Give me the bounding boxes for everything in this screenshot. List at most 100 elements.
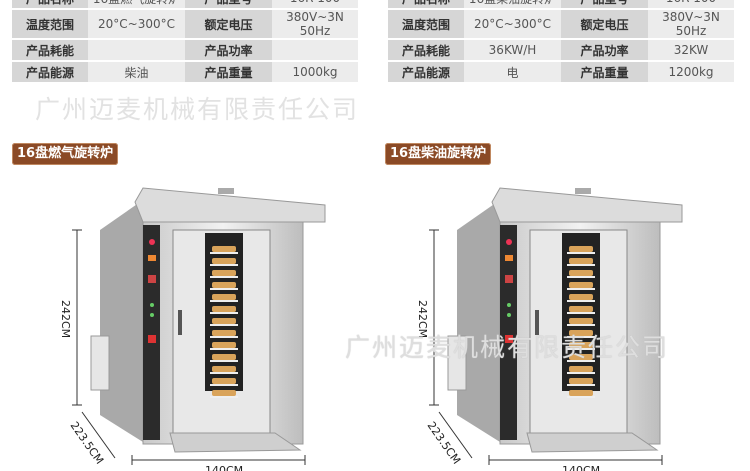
width-dimension: 140CM bbox=[205, 464, 243, 471]
oven-detail bbox=[210, 384, 238, 386]
oven-detail bbox=[575, 188, 591, 194]
oven-detail bbox=[569, 342, 593, 348]
oven-side-box bbox=[90, 335, 110, 391]
oven-detail bbox=[569, 294, 593, 300]
oven-side-panel bbox=[457, 200, 500, 442]
oven-detail bbox=[567, 276, 595, 278]
spec-label: 额定电压 bbox=[185, 10, 272, 38]
oven-detail bbox=[148, 255, 156, 261]
oven-detail bbox=[569, 330, 593, 336]
oven-detail bbox=[212, 282, 236, 288]
spec-table-right: 产品名称16盘柴油旋转炉产品型号16R-100 温度范围20°C~300°C额定电… bbox=[388, 0, 734, 84]
spec-label: 产品耗能 bbox=[388, 40, 464, 60]
oven-detail bbox=[505, 255, 513, 261]
oven-detail bbox=[210, 264, 238, 266]
oven-detail bbox=[212, 270, 236, 276]
product-label-left: 16盘燃气旋转炉 bbox=[12, 143, 119, 165]
spec-value: 16盘柴油旋转炉 bbox=[464, 0, 561, 8]
depth-dimension: 223.5CM bbox=[68, 419, 107, 466]
oven-detail bbox=[569, 366, 593, 372]
spec-value: 32KW bbox=[648, 40, 734, 60]
spec-value: 电 bbox=[464, 62, 561, 82]
product-label-right: 16盘柴油旋转炉 bbox=[385, 143, 492, 165]
spec-label: 温度范围 bbox=[12, 10, 88, 38]
width-dimension: 140CM bbox=[562, 464, 600, 471]
oven-detail bbox=[506, 239, 512, 245]
oven-detail bbox=[212, 318, 236, 324]
oven-detail bbox=[212, 306, 236, 312]
oven-detail bbox=[212, 366, 236, 372]
oven-side-box bbox=[447, 335, 467, 391]
spec-value: 16盘燃气旋转炉 bbox=[88, 0, 185, 8]
oven-detail bbox=[212, 258, 236, 264]
oven-detail bbox=[210, 348, 238, 350]
oven-detail bbox=[212, 342, 236, 348]
oven-detail bbox=[210, 288, 238, 290]
spec-label: 产品能源 bbox=[388, 62, 464, 82]
oven-detail bbox=[567, 360, 595, 362]
spec-label: 产品能源 bbox=[12, 62, 88, 82]
spec-value: 16R-100 bbox=[648, 0, 734, 8]
oven-detail bbox=[150, 313, 154, 317]
oven-detail bbox=[507, 303, 511, 307]
height-dimension: 242CM bbox=[416, 300, 429, 338]
spec-label: 产品重量 bbox=[185, 62, 272, 82]
oven-detail bbox=[210, 276, 238, 278]
spec-label: 额定电压 bbox=[561, 10, 648, 38]
oven-detail bbox=[210, 396, 238, 398]
spec-label: 产品名称 bbox=[388, 0, 464, 8]
spec-value: 380V~3N 50Hz bbox=[272, 10, 358, 38]
oven-detail bbox=[569, 390, 593, 396]
oven-detail bbox=[567, 264, 595, 266]
spec-value: 柴油 bbox=[88, 62, 185, 82]
oven-detail bbox=[567, 396, 595, 398]
oven-hood bbox=[134, 187, 326, 223]
spec-table-left: 产品名称16盘燃气旋转炉产品型号16R-100 温度范围20°C~300°C额定电… bbox=[12, 0, 358, 84]
oven-detail bbox=[438, 411, 473, 459]
oven-detail bbox=[149, 239, 155, 245]
spec-row: 产品名称16盘柴油旋转炉产品型号16R-100 bbox=[388, 0, 734, 8]
spec-row: 产品名称16盘燃气旋转炉产品型号16R-100 bbox=[12, 0, 358, 8]
spec-label: 温度范围 bbox=[388, 10, 464, 38]
oven-detail bbox=[569, 378, 593, 384]
oven-detail bbox=[210, 360, 238, 362]
oven-detail bbox=[567, 384, 595, 386]
spec-value bbox=[272, 40, 358, 60]
oven-detail bbox=[569, 318, 593, 324]
oven-detail bbox=[507, 313, 511, 317]
oven-detail bbox=[569, 306, 593, 312]
oven-detail bbox=[567, 348, 595, 350]
oven-detail bbox=[212, 378, 236, 384]
oven-hood bbox=[491, 187, 683, 223]
spec-label: 产品功率 bbox=[561, 40, 648, 60]
oven-image-right: 242CM 223.5CM 140CM bbox=[416, 187, 683, 471]
oven-detail bbox=[569, 270, 593, 276]
oven-detail bbox=[212, 330, 236, 336]
depth-dimension: 223.5CM bbox=[425, 419, 464, 466]
height-dimension: 242CM bbox=[59, 300, 72, 338]
oven-detail bbox=[567, 300, 595, 302]
spec-label: 产品名称 bbox=[12, 0, 88, 8]
oven-detail bbox=[567, 324, 595, 326]
oven-detail bbox=[505, 335, 513, 343]
door-handle bbox=[535, 310, 539, 335]
spec-value: 1000kg bbox=[272, 62, 358, 82]
spec-label: 产品型号 bbox=[561, 0, 648, 8]
oven-side-panel bbox=[100, 200, 143, 442]
oven-detail bbox=[567, 288, 595, 290]
oven-ramp bbox=[169, 432, 302, 453]
oven-ramp bbox=[526, 432, 659, 453]
oven-detail bbox=[81, 411, 116, 459]
oven-detail bbox=[210, 300, 238, 302]
oven-image-left: 242CM 223.5CM 140CM bbox=[59, 187, 326, 471]
oven-detail bbox=[148, 275, 156, 283]
oven-detail bbox=[210, 312, 238, 314]
oven-detail bbox=[569, 246, 593, 252]
spec-label: 产品型号 bbox=[185, 0, 272, 8]
spec-value: 1200kg bbox=[648, 62, 734, 82]
oven-detail bbox=[569, 258, 593, 264]
